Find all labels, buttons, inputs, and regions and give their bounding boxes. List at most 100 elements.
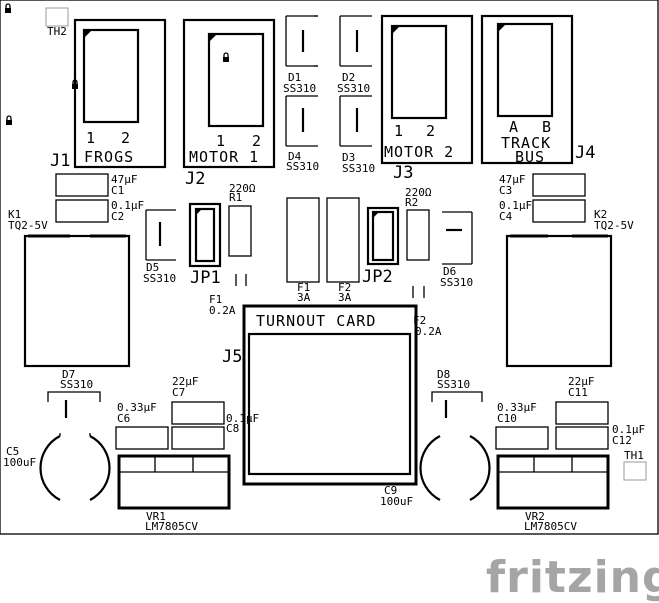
capacitor-c3 <box>532 173 586 197</box>
c11-value: 22µF <box>568 375 595 388</box>
capacitor-c12 <box>555 426 609 450</box>
c11-ref: C11 <box>568 386 588 399</box>
r2-ref: R2 <box>405 196 418 209</box>
c5-value: 100uF <box>3 456 36 469</box>
k1-value: TQ2-5V <box>8 219 48 232</box>
f2-small-value: 0.2A <box>415 325 442 338</box>
c3-value: 47µF <box>499 173 526 186</box>
connector-j5 <box>242 304 418 486</box>
jp1-ref: JP1 <box>190 268 221 288</box>
f2-value: 3A <box>338 291 352 304</box>
diode-d6 <box>442 211 473 265</box>
c6-value: 0.33µF <box>117 401 157 414</box>
j3-label: MOTOR 2 <box>384 143 454 161</box>
diode-d7 <box>47 391 101 418</box>
c9-value: 100uF <box>380 495 413 508</box>
diode-d2 <box>339 15 372 67</box>
connector-j3: 1 2 MOTOR 2 <box>380 14 474 165</box>
r2-value: 220Ω <box>405 186 432 199</box>
thermistor-th1 <box>623 461 647 481</box>
fuse-f1 <box>286 197 320 283</box>
d7-ref: D7 <box>62 368 75 381</box>
d8-value: SS310 <box>437 378 470 391</box>
capacitor-c8 <box>171 426 225 450</box>
c1-ref: C1 <box>111 184 124 197</box>
j2-pin2: 2 <box>252 132 262 150</box>
regulator-vr2 <box>496 454 610 510</box>
jumper-jp1 <box>188 202 222 268</box>
connector-j4: A B TRACK BUS <box>480 14 574 166</box>
f2-ref: F2 <box>338 281 351 294</box>
lock-icon <box>5 3 11 13</box>
capacitor-c7 <box>171 401 225 425</box>
thermistor-th2 <box>45 7 69 27</box>
d3-ref: D3 <box>342 151 355 164</box>
capacitor-c2 <box>55 199 109 223</box>
capacitor-c10 <box>495 426 549 450</box>
capacitor-c4 <box>532 199 586 223</box>
c10-ref: C10 <box>497 412 517 425</box>
c7-value: 22µF <box>172 375 199 388</box>
fuse-f2 <box>326 197 360 283</box>
j2-label: MOTOR 1 <box>189 148 259 166</box>
f1-value: 3A <box>297 291 311 304</box>
c3-ref: C3 <box>499 184 512 197</box>
j2-ref: J2 <box>185 169 205 189</box>
connector-j1: 1 2 FROGS <box>73 18 167 169</box>
r1-ref: R1 <box>229 191 242 204</box>
c4-ref: C4 <box>499 210 513 223</box>
d3-value: SS310 <box>342 162 375 175</box>
board-outline <box>0 0 659 535</box>
c12-value: 0.1µF <box>612 423 645 436</box>
d1-value: SS310 <box>283 82 316 95</box>
c9-ref: C9 <box>384 484 397 497</box>
capacitor-c1 <box>55 173 109 197</box>
vr2-value: LM7805CV <box>524 520 577 533</box>
d7-value: SS310 <box>60 378 93 391</box>
connector-j2: 1 2 MOTOR 1 <box>182 18 276 169</box>
f1-small-ref: F1 <box>209 293 222 306</box>
capacitor-c11 <box>555 401 609 425</box>
f1-small-value: 0.2A <box>209 304 236 317</box>
d4-value: SS310 <box>286 160 319 173</box>
k2-value: TQ2-5V <box>594 219 634 232</box>
j4-label-track: TRACK <box>501 134 551 152</box>
j3-pin1: 1 <box>394 122 404 140</box>
diode-d3 <box>339 95 372 147</box>
vr1-value: LM7805CV <box>145 520 198 533</box>
d5-ref: D5 <box>146 261 159 274</box>
th2-label: TH2 <box>47 25 67 38</box>
diode-d1 <box>285 15 318 67</box>
c5-ref: C5 <box>6 445 19 458</box>
j3-ref: J3 <box>393 163 413 183</box>
jp2-ref: JP2 <box>362 267 393 287</box>
j1-pin1: 1 <box>86 129 96 147</box>
d5-value: SS310 <box>143 272 176 285</box>
diode-d8 <box>431 391 483 418</box>
d2-ref: D2 <box>342 71 355 84</box>
k1-ref: K1 <box>8 208 21 221</box>
j4-ref: J4 <box>575 143 595 163</box>
j1-pin2: 2 <box>121 129 131 147</box>
capacitor-c5 <box>39 433 111 501</box>
c10-value: 0.33µF <box>497 401 537 414</box>
j5-ref: J5 <box>222 347 242 367</box>
regulator-vr1 <box>117 454 231 510</box>
j4-pin2: B <box>542 118 552 136</box>
c7-ref: C7 <box>172 386 185 399</box>
j5-label: TURNOUT CARD <box>256 312 376 330</box>
fuse-f1-small-marks <box>235 274 247 286</box>
d2-value: SS310 <box>337 82 370 95</box>
jumper-jp2 <box>366 206 400 266</box>
f2-small-ref: F2 <box>413 314 426 327</box>
lock-icon <box>223 52 229 62</box>
th1-label: TH1 <box>624 449 644 462</box>
relay-k1 <box>23 234 131 368</box>
c8-ref: C8 <box>226 422 239 435</box>
fuse-f2-small-marks <box>412 286 425 298</box>
j4-pin1: A <box>509 118 519 136</box>
capacitor-c9 <box>419 435 491 501</box>
c6-ref: C6 <box>117 412 130 425</box>
lock-icon <box>6 115 12 125</box>
j2-pin1: 1 <box>216 132 226 150</box>
